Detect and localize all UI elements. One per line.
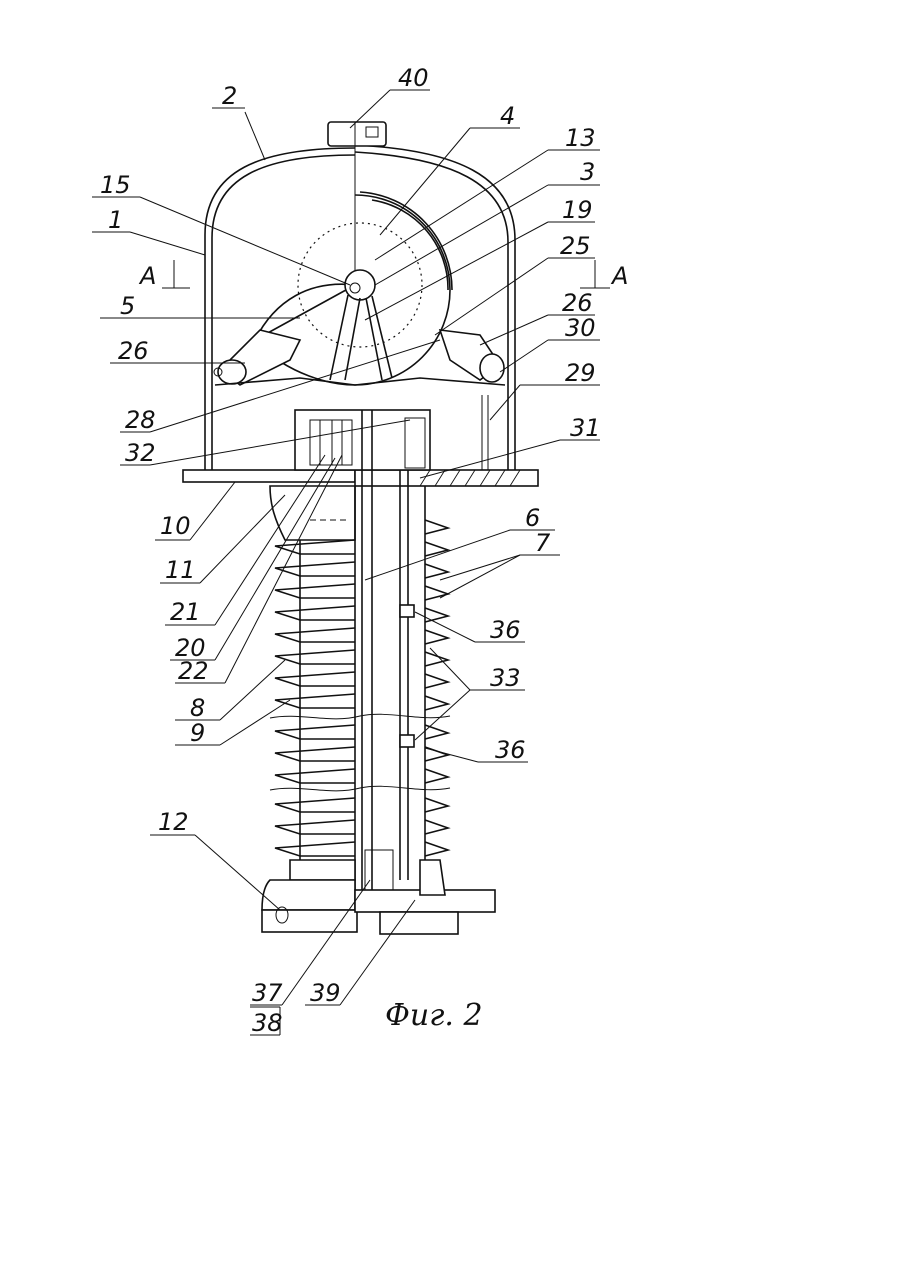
insulator-shed-left bbox=[275, 769, 355, 783]
ref-31: 31 bbox=[570, 414, 601, 442]
ref-33: 33 bbox=[490, 664, 521, 692]
insulator-shed-left bbox=[275, 747, 355, 761]
ref-5: 5 bbox=[120, 292, 135, 320]
insulator-shed-right bbox=[425, 542, 448, 556]
ref-6: 6 bbox=[525, 504, 540, 532]
ref-36-lower: 36 bbox=[495, 736, 526, 764]
ref-36-upper: 36 bbox=[490, 616, 521, 644]
insulator-shed-left bbox=[275, 628, 355, 642]
insulator-shed-right bbox=[425, 608, 448, 622]
ref-10: 10 bbox=[160, 512, 191, 540]
ref-3: 3 bbox=[580, 158, 595, 186]
insulator-shed-right bbox=[425, 696, 448, 710]
ref-1: 1 bbox=[108, 206, 123, 234]
insulator-shed-left bbox=[275, 798, 355, 812]
ref-15: 15 bbox=[100, 171, 131, 199]
insulator-shed-right bbox=[425, 520, 448, 534]
ref-30: 30 bbox=[565, 314, 596, 342]
ref-19: 19 bbox=[562, 196, 593, 224]
ref-26-left: 26 bbox=[118, 337, 149, 365]
insulator-shed-left bbox=[275, 842, 355, 856]
insulator-shed-right bbox=[425, 586, 448, 600]
ref-12: 12 bbox=[158, 808, 189, 836]
ref-32: 32 bbox=[125, 439, 156, 467]
insulator-shed-right bbox=[425, 630, 448, 644]
insulator-shed-left bbox=[275, 725, 355, 739]
ref-38: 38 bbox=[252, 1009, 283, 1037]
insulator-shed-left bbox=[275, 606, 355, 620]
bottom-base bbox=[262, 850, 495, 934]
top-cap bbox=[328, 122, 386, 146]
ref-21: 21 bbox=[170, 598, 201, 626]
base-flange bbox=[183, 470, 538, 486]
ref-28: 28 bbox=[125, 406, 156, 434]
ref-40: 40 bbox=[398, 64, 429, 92]
ref-22: 22 bbox=[178, 657, 209, 685]
ref-9: 9 bbox=[190, 719, 205, 747]
ref-7: 7 bbox=[535, 529, 551, 557]
insulator-shed-right bbox=[425, 820, 448, 834]
insulator-shed-left bbox=[275, 650, 355, 664]
side-cylinders bbox=[214, 330, 504, 385]
ref-13: 13 bbox=[565, 124, 596, 152]
insulator-shed-right bbox=[425, 769, 448, 783]
ref-39: 39 bbox=[310, 979, 341, 1007]
ref-29: 29 bbox=[565, 359, 596, 387]
ref-37: 37 bbox=[252, 979, 283, 1007]
insulator-shed-left bbox=[275, 694, 355, 708]
insulator-shed-left bbox=[275, 672, 355, 686]
figure-caption: Фиг. 2 bbox=[385, 998, 483, 1033]
insulator-shed-right bbox=[425, 674, 448, 688]
ref-11: 11 bbox=[165, 556, 196, 584]
ref-4: 4 bbox=[500, 102, 515, 130]
insulator-shed-left bbox=[275, 820, 355, 834]
insulator-shed-left bbox=[275, 562, 355, 576]
ref-8: 8 bbox=[190, 694, 205, 722]
section-mark-right: А bbox=[610, 262, 628, 290]
insulator-shed-right bbox=[425, 798, 448, 812]
insulator-shed-right bbox=[425, 564, 448, 578]
insulator-shed-left bbox=[275, 584, 355, 598]
ref-26-right: 26 bbox=[562, 289, 593, 317]
insulator-shed-right bbox=[425, 842, 448, 856]
ref-25: 25 bbox=[560, 232, 591, 260]
section-mark-left: А bbox=[138, 262, 156, 290]
insulator-shed-left bbox=[275, 540, 355, 554]
ref-2: 2 bbox=[222, 82, 237, 110]
